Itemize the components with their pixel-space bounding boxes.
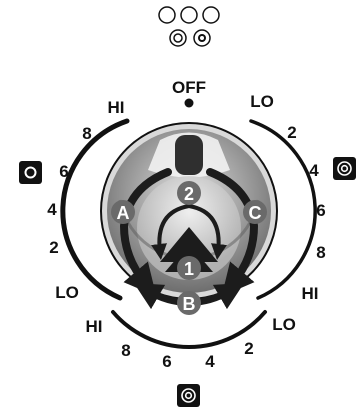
off-dot [185, 99, 194, 108]
bottom-scale-label: 4 [205, 352, 215, 371]
badge-a-label: A [117, 203, 130, 223]
right-scale-label: 6 [316, 201, 325, 220]
badge-a: A [111, 200, 135, 224]
left-scale-label: 2 [49, 238, 58, 257]
bottom-scale-label: 2 [244, 339, 253, 358]
badge-1-label: 1 [184, 259, 194, 279]
badge-2: 2 [177, 181, 201, 205]
right-scale-label: 2 [287, 123, 296, 142]
badge-b: B [177, 291, 201, 315]
left-scale-label: 8 [82, 124, 91, 143]
burner-layout-icon [159, 7, 219, 46]
dual-ring-burner-icon [333, 157, 356, 180]
badge-b-label: B [183, 294, 196, 314]
bottom-scale-label: LO [272, 315, 296, 334]
bottom-scale-label: HI [86, 317, 103, 336]
left-scale-label: HI [108, 98, 125, 117]
bottom-scale-label: 8 [121, 341, 130, 360]
left-scale-label: 4 [47, 200, 57, 219]
dual-ring-burner-icon [177, 384, 200, 407]
off-label: OFF [172, 78, 206, 97]
knob-pointer [175, 135, 203, 175]
right-scale-label: 8 [316, 243, 325, 262]
bottom-scale-label: 6 [162, 352, 171, 371]
badge-c-label: C [249, 203, 262, 223]
right-scale-label: LO [250, 92, 274, 111]
right-scale-label: 4 [309, 161, 319, 180]
badge-1: 1 [177, 256, 201, 280]
badge-c: C [243, 200, 267, 224]
bottom-scale: HI 8 6 4 2 LO [86, 315, 296, 371]
left-scale-label: LO [55, 283, 79, 302]
single-ring-burner-icon [19, 161, 42, 184]
right-scale-label: HI [302, 284, 319, 303]
badge-2-label: 2 [184, 184, 194, 204]
left-scale-label: 6 [59, 162, 68, 181]
bottom-scale-arc [113, 312, 265, 347]
